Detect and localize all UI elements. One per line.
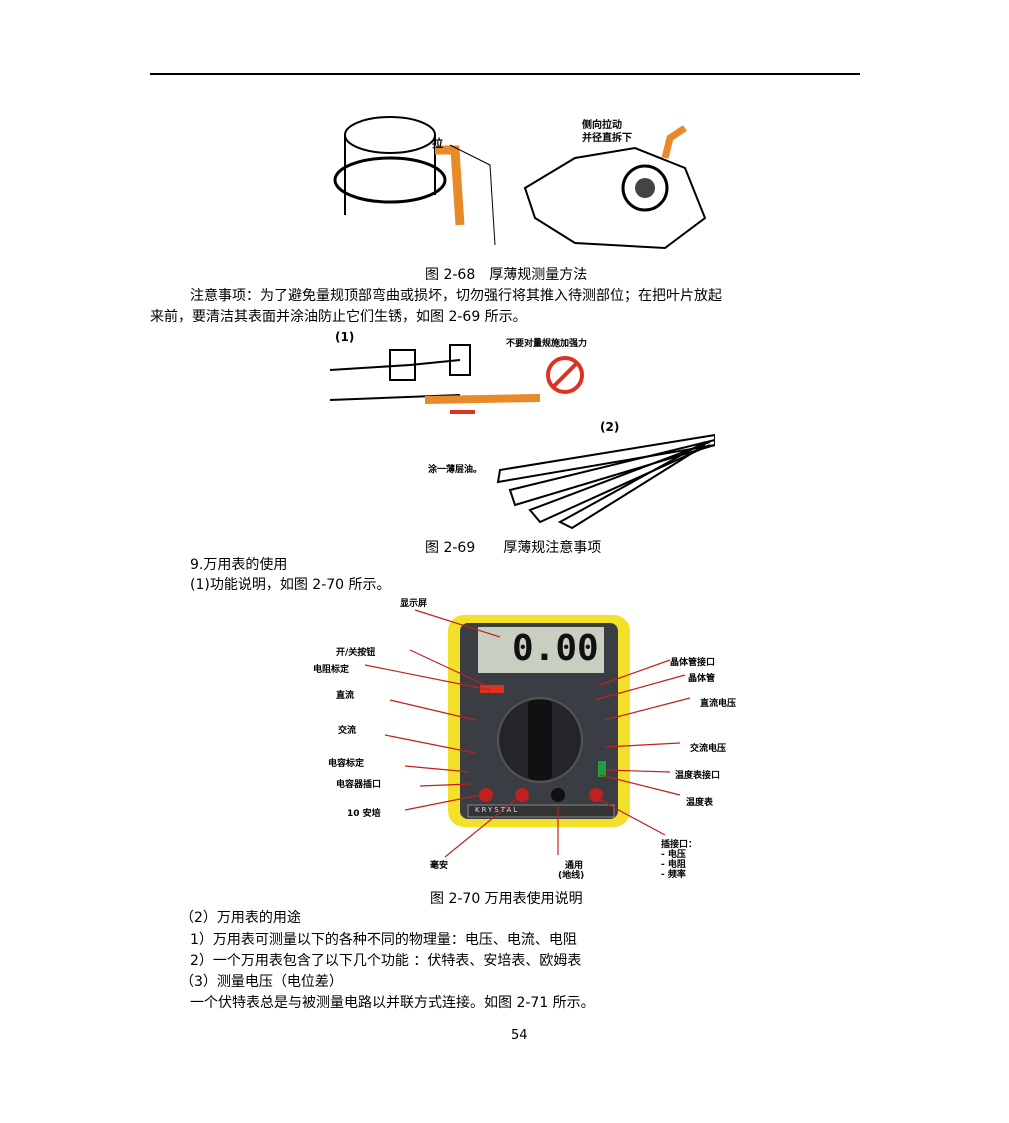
side-pull-label-2: 并径直拆下 [582,133,632,144]
multimeter-illustration [364,609,691,858]
side-pull-label: 侧向拉动 [582,120,622,131]
paragraph-line: 一个伏特表总是与被测量电路以并联方式连接。如图 2-71 所示。 [190,995,595,1011]
figure-2-69-caption: 图 2-69 厚薄规注意事项 [425,540,602,556]
figure-2-69-camshaft-illustration [330,344,584,414]
label-resistance: 电阻标定 [313,665,350,675]
pull-label: 拉 [432,137,443,150]
label-dcv: 直流电压 [700,699,737,709]
figure-2-68-crankcase-illustration [523,125,707,250]
label-power: 开/关按钮 [336,648,376,658]
list-item: 1）万用表可测量以下的各种不同的物理量：电压、电流、电阻 [190,932,577,948]
label-capacitor-jack: 电容器插口 [336,780,382,790]
figure-2-68-piston-illustration [333,116,496,246]
label-jack-resistance: - 电阻 [661,860,686,870]
label-transistor: 晶体管 [688,674,716,684]
warning-label: 不要对量规施加强力 [506,339,588,349]
figure-2-70-caption: 图 2-70 万用表使用说明 [430,891,583,907]
header-rule [150,73,860,75]
oil-label: 涂一薄层油。 [428,465,483,475]
paragraph-line: 注意事项：为了避免量规顶部弯曲或损坏，切勿强行将其推入待测部位；在把叶片放起 [190,288,722,304]
label-com: 通用 [565,861,584,871]
label-capacitance: 电容标定 [328,759,365,769]
panel-2-label: (2) [600,420,620,434]
section-heading: 9.万用表的使用 [190,557,288,573]
label-ground: (地线) [558,871,585,881]
paragraph-line: 来前，要清洁其表面并涂油防止它们生锈，如图 2-69 所示。 [150,309,527,325]
panel-1-label: (1) [335,330,355,344]
label-jack-frequency: - 频率 [661,870,686,880]
label-temp-jack: 温度表接口 [675,771,721,781]
figure-2-68-caption: 图 2-68 厚薄规测量方法 [425,267,588,283]
label-display: 显示屏 [400,599,428,609]
label-jack-voltage: - 电压 [661,850,686,860]
label-acv: 交流电压 [690,744,727,754]
label-temp: 温度表 [686,798,714,808]
list-item: 2）一个万用表包含了以下几个功能 ：伏特表、安培表、欧姆表 [190,953,582,969]
figure-2-69-feeler-gauge-illustration [496,433,715,530]
label-jack: 插接口： [661,840,698,850]
label-ma: 毫安 [430,861,449,871]
subheading: （2）万用表的用途 [180,910,301,926]
page-number: 54 [511,1028,528,1043]
multimeter-brand: KRYSTAL [475,806,520,814]
subheading: (1)功能说明，如图 2-70 所示。 [190,577,391,593]
subheading: （3）测量电压（电位差） [180,974,343,990]
label-10a: 10 安培 [347,809,381,819]
label-ac: 交流 [338,726,357,736]
label-transistor-jack: 晶体管接口 [670,658,716,668]
multimeter-display-value: 0.00 [512,628,599,669]
label-dc: 直流 [336,691,355,701]
